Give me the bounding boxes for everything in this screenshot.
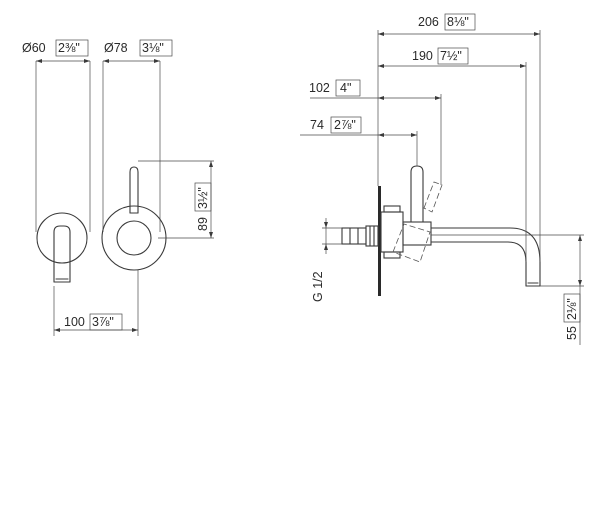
dim-width-74: 74 xyxy=(310,118,324,132)
dim-height-55: 55 xyxy=(565,326,579,340)
dim-thread-g12: G 1/2 xyxy=(311,271,325,302)
dim-width-74-inch: 2⅞" xyxy=(334,118,356,132)
dimension-labels: Ø60 2⅜" Ø78 3⅛" 89 3½" 100 3⅞" 206 8⅛" 1… xyxy=(22,13,581,340)
dim-height-89: 89 xyxy=(196,217,210,231)
dim-height-55-inch: 2⅛" xyxy=(565,298,579,320)
front-view-rosette-60 xyxy=(35,59,91,283)
dim-width-100: 100 xyxy=(64,315,85,329)
dim-width-102-inch: 4" xyxy=(340,81,351,95)
dim-dia-60-inch: 2⅜" xyxy=(58,41,80,55)
dim-dia-60: Ø60 xyxy=(22,41,46,55)
dim-width-100-inch: 3⅞" xyxy=(92,315,114,329)
dim-width-102: 102 xyxy=(309,81,330,95)
front-view-mixer-78 xyxy=(53,59,214,336)
dim-height-89-inch: 3½" xyxy=(196,187,210,209)
dim-dia-78: Ø78 xyxy=(104,41,128,55)
side-view-dimensions xyxy=(300,30,584,345)
dim-width-206: 206 xyxy=(418,15,439,29)
side-view-mixer xyxy=(341,165,541,296)
dim-width-190-inch: 7½" xyxy=(440,49,462,63)
dim-width-206-inch: 8⅛" xyxy=(447,15,469,29)
dim-width-190: 190 xyxy=(412,49,433,63)
dim-dia-78-inch: 3⅛" xyxy=(142,41,164,55)
